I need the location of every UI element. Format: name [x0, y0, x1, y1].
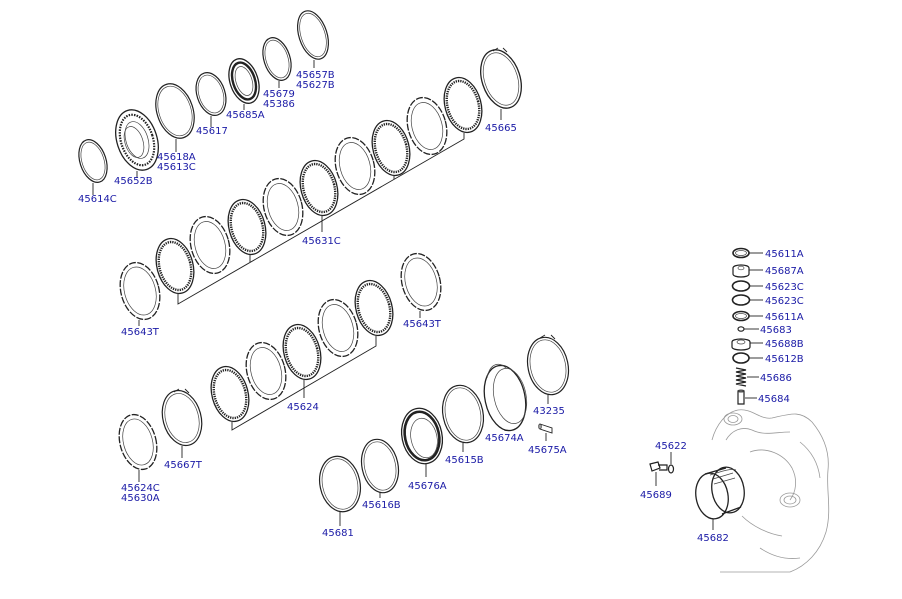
label-45618a: 45618A — [157, 152, 196, 163]
piston-45676a[interactable] — [397, 404, 448, 467]
label-45623c-2: 45623C — [765, 296, 804, 307]
label-45623c-1: 45623C — [765, 282, 804, 293]
clutch-disc-row-45631c[interactable] — [150, 73, 487, 305]
label-45674a: 45674A — [485, 433, 524, 444]
label-45686: 45686 — [760, 373, 792, 384]
label-45683: 45683 — [760, 325, 792, 336]
transmission-housing — [711, 409, 830, 573]
label-45676a: 45676A — [408, 481, 447, 492]
label-45617: 45617 — [196, 126, 228, 137]
label-45624c: 45624C — [121, 483, 160, 494]
disc — [282, 323, 322, 381]
spring-45686[interactable] — [735, 367, 747, 387]
ring-45615b[interactable] — [437, 381, 488, 446]
plate-45624c[interactable] — [113, 410, 162, 473]
label-45687a: 45687A — [765, 266, 804, 277]
label-45679: 45679 — [263, 89, 295, 100]
label-45611a-2: 45611A — [765, 312, 804, 323]
plate — [317, 298, 359, 358]
label-45615b: 45615B — [445, 455, 484, 466]
label-45685a: 45685A — [226, 110, 265, 121]
label-45612b: 45612B — [765, 354, 804, 365]
label-45616b: 45616B — [362, 500, 401, 511]
clutch-hub-45652b[interactable] — [108, 104, 165, 175]
label-45665: 45665 — [485, 123, 517, 134]
snap-ring-45667t[interactable] — [156, 386, 207, 450]
cap-45687a[interactable] — [732, 264, 750, 278]
snap-ring-45665[interactable] — [474, 45, 529, 114]
label-43235: 43235 — [533, 406, 565, 417]
label-45630a: 45630A — [121, 493, 160, 504]
disc — [354, 279, 394, 337]
label-45622: 45622 — [655, 441, 687, 452]
label-45614c: 45614C — [78, 194, 117, 205]
bolt-45689[interactable] — [649, 461, 668, 472]
label-45643t-right: 45643T — [403, 319, 442, 330]
clutch-disc-row-45624[interactable] — [205, 276, 398, 431]
label-45682: 45682 — [697, 533, 729, 544]
plate-45643t-right[interactable] — [395, 249, 447, 315]
label-45643t-left: 45643T — [121, 327, 160, 338]
oring-45612b[interactable] — [732, 352, 750, 364]
ring-45681[interactable] — [315, 452, 366, 515]
cylinder-45682[interactable] — [692, 465, 748, 522]
snap-ring-43235[interactable] — [522, 333, 573, 398]
ring-45685a[interactable] — [224, 55, 265, 107]
label-45613c: 45613C — [157, 162, 196, 173]
label-45631c: 45631C — [302, 236, 341, 247]
disc — [155, 237, 195, 295]
valve-stack — [731, 247, 763, 405]
plate — [406, 96, 448, 156]
drum-45674a[interactable] — [479, 362, 532, 435]
label-45657b: 45657B — [296, 70, 335, 81]
label-45624: 45624 — [287, 402, 319, 413]
ring-45657b[interactable] — [292, 7, 334, 63]
ring-45616b[interactable] — [357, 436, 403, 496]
ring-45617[interactable] — [191, 69, 231, 119]
oring-45623c-1[interactable] — [731, 280, 751, 292]
label-45681: 45681 — [322, 528, 354, 539]
ring-45614c[interactable] — [74, 136, 112, 186]
disc — [227, 198, 267, 256]
label-45386: 45386 — [263, 99, 295, 110]
plate — [262, 177, 304, 237]
ball-45683[interactable] — [737, 326, 745, 332]
retainer-45688b[interactable] — [731, 338, 751, 351]
ring-45618a[interactable] — [149, 79, 201, 143]
label-45684: 45684 — [758, 394, 790, 405]
pin-45675a[interactable] — [538, 423, 553, 434]
oring-45611a-top[interactable] — [732, 247, 750, 259]
plate — [245, 341, 287, 401]
plunger-45684[interactable] — [737, 389, 745, 405]
washer-45622[interactable] — [667, 464, 675, 474]
label-45611a-top: 45611A — [765, 249, 804, 260]
plate — [334, 136, 376, 196]
label-45627b: 45627B — [296, 80, 335, 91]
label-45675a: 45675A — [528, 445, 567, 456]
ring-45679[interactable] — [258, 34, 296, 84]
label-45652b: 45652B — [114, 176, 153, 187]
plate — [189, 215, 231, 275]
disc — [371, 119, 411, 177]
label-45689: 45689 — [640, 490, 672, 501]
disc — [299, 159, 339, 217]
oring-45611a-2[interactable] — [732, 310, 750, 322]
disc — [443, 76, 483, 134]
plate-45643t-left[interactable] — [114, 258, 166, 324]
oring-45623c-2[interactable] — [731, 294, 751, 306]
label-45688b: 45688B — [765, 339, 804, 350]
disc — [210, 365, 250, 423]
label-45667t: 45667T — [164, 460, 203, 471]
